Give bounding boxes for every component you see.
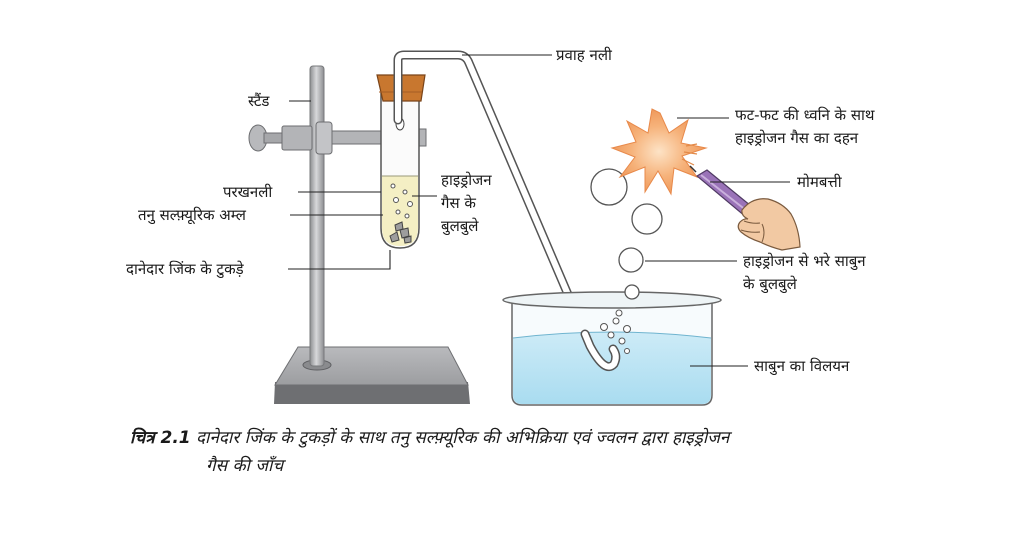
- label-stand: स्टैंड: [248, 92, 270, 110]
- leader-lines: [288, 54, 790, 367]
- clamp-ring: [315, 121, 333, 155]
- label-dilute-acid: तनु सल्फ़्यूरिक अम्ल: [138, 206, 246, 224]
- label-soap-bubbles-line2: के बुलबुले: [743, 275, 797, 293]
- label-bubbles-line3: बुलबुले: [441, 217, 479, 235]
- label-candle: मोमबत्ती: [797, 173, 842, 191]
- stand: [248, 65, 470, 404]
- label-bubbles-line1: हाइड्रोजन: [441, 171, 492, 189]
- hand-palm: [737, 198, 801, 251]
- soap-bubble: [624, 284, 640, 300]
- figure-number: चित्र 2.1: [130, 428, 191, 448]
- figure-caption-line1: चित्र 2.1 दानेदार जिंक के टुकड़ों के साथ…: [130, 425, 729, 451]
- label-soap-solution: साबुन का विलयन: [754, 357, 850, 375]
- label-zinc-pieces: दानेदार जिंक के टुकड़े: [126, 260, 244, 278]
- test-tube: [376, 74, 426, 249]
- hand: [737, 198, 801, 251]
- stand-rod: [309, 65, 325, 367]
- soap-bubble: [618, 247, 644, 273]
- label-flow-tube: प्रवाह नली: [556, 46, 612, 64]
- tube-bubbles: [390, 183, 413, 219]
- caption-text-line1: दानेदार जिंक के टुकड़ों के साथ तनु सल्फ़…: [196, 428, 730, 448]
- stand-base: [274, 382, 470, 404]
- spark-lines: [681, 143, 698, 166]
- trough: [502, 291, 722, 406]
- clamp-boss: [281, 125, 313, 151]
- label-soap-bubbles-line1: हाइड्रोजन से भरे साबुन: [743, 252, 866, 270]
- label-combustion-line2: हाइड्रोजन गैस का दहन: [735, 129, 859, 147]
- caption-text-line2: गैस की जाँच: [206, 456, 284, 476]
- clamp-screw: [263, 132, 285, 144]
- label-combustion-line1: फट-फट की ध्वनि के साथ: [735, 106, 875, 124]
- solution-bubbles: [600, 309, 631, 354]
- label-bubbles-line2: गैस के: [441, 194, 476, 212]
- flame-burst: [610, 108, 708, 196]
- zinc-pieces: [389, 221, 412, 244]
- soap-bubble: [590, 168, 628, 206]
- soap-bubbles: [590, 168, 663, 300]
- soap-bubble: [631, 203, 663, 235]
- label-test-tube: परखनली: [223, 183, 273, 201]
- trough-rim: [502, 291, 722, 309]
